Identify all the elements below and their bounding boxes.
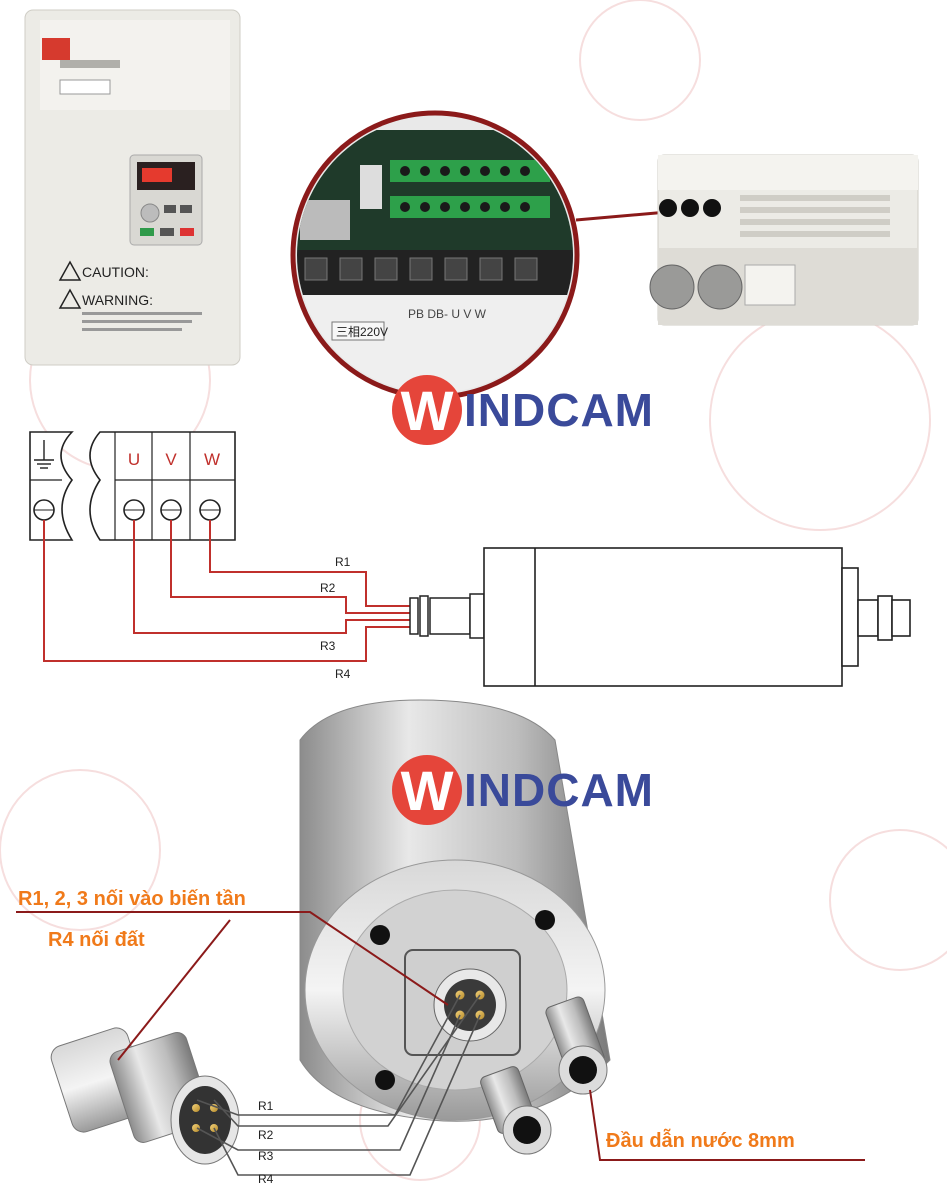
terminal-u-label: U [128,450,140,469]
aviation-plug-photo [50,1027,240,1165]
uvw-terminal-block [89,431,236,541]
brand-logo-text: INDCAM [464,384,654,436]
fan-icon [697,264,743,310]
terminal-w-label: W [204,450,220,469]
annotation-water: Đầu dẫn nước 8mm [606,1130,795,1152]
terminal-voltage-label: 三相220V [336,325,388,339]
plug-wires [196,994,481,1176]
schematic-spindle-motor [483,547,911,687]
spindle-photo [299,699,611,1155]
caution-label: CAUTION: [82,264,149,280]
inverter-terminal-zoom: PB DB- U V W 三相220V [290,110,580,400]
water-fitting [480,1066,552,1155]
inverter-front-photo: CAUTION: WARNING: [24,9,241,366]
water-fitting [545,996,608,1095]
brand-logo-icon [42,38,70,60]
wire-r1-label: R1 [335,555,351,569]
flange-bolt-icon [370,925,390,945]
plug-wire-r3-label: R3 [258,1149,274,1163]
annotation-r4: R4 nối đất [48,929,145,951]
callout-lines [16,911,865,1161]
brand-logo: W INDCAM [392,375,692,445]
brand-logo-w: W [392,375,462,445]
terminal-codes-label: PB DB- U V W [408,307,487,321]
flange-bolt-icon [375,1070,395,1090]
plug-wire-r2-label: R2 [258,1128,274,1142]
plug-wire-r1-label: R1 [258,1099,274,1113]
caution-triangle-icon [58,260,82,281]
wire-r2-label: R2 [320,581,336,595]
flange-bolt-icon [535,910,555,930]
schematic-connector [409,593,485,639]
wire-r3-label: R3 [320,639,336,653]
brand-logo-w: W [392,755,462,825]
wiring-schematic: U V W R1 R2 R3 R4 [29,431,911,687]
inverter-side-photo [649,154,919,326]
brand-logo: W INDCAM [392,755,692,825]
ground-icon [34,440,54,469]
brand-logo-text: INDCAM [464,764,654,816]
wire-r4-label: R4 [335,667,351,681]
warning-label: WARNING: [82,292,153,308]
ground-terminal-block [29,431,74,541]
warning-triangle-icon [58,288,82,309]
schematic-wires [43,520,410,662]
terminal-v-label: V [165,450,177,469]
annotation-r123: R1, 2, 3 nối vào biến tần [18,888,246,910]
plug-wire-r4-label: R4 [258,1172,274,1186]
fan-icon [649,264,695,310]
